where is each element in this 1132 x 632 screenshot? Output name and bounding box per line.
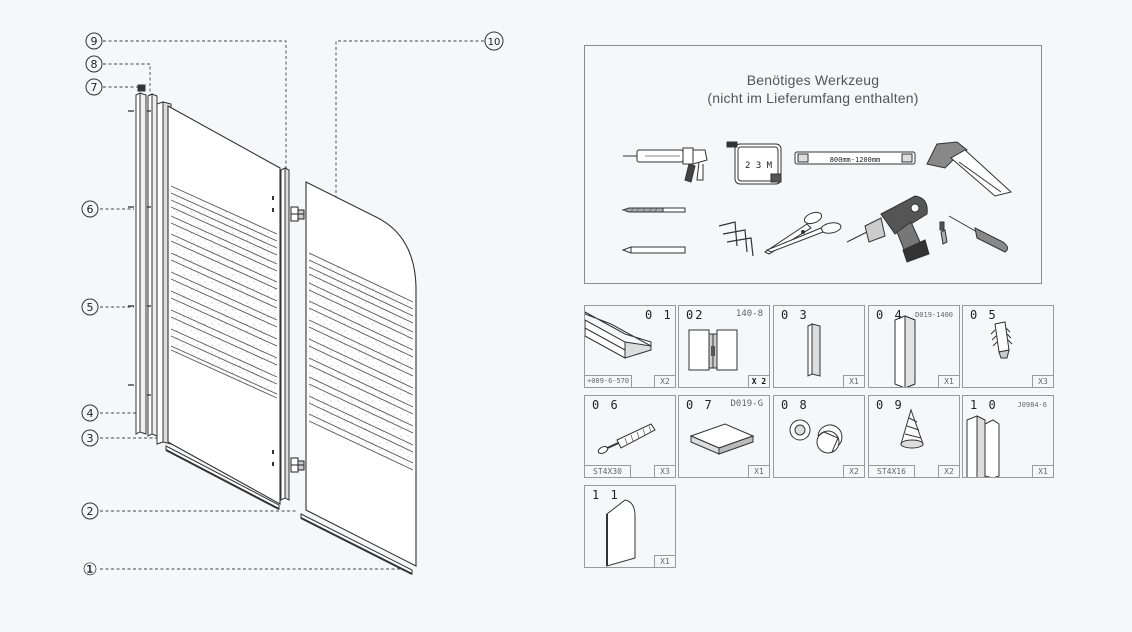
callout-4: 4: [81, 404, 99, 422]
part-number: 02: [686, 308, 705, 322]
part-quantity: X 2: [748, 375, 769, 387]
small-profile-icon: [807, 323, 821, 377]
part-quantity: X1: [654, 555, 675, 567]
part-number: 0 9: [876, 398, 904, 412]
part-09: 0 9 ST4X16 X2: [868, 395, 960, 478]
part-05: 0 5 X3: [962, 305, 1054, 388]
tools-title-line2: (nicht im Lieferumfang enthalten): [707, 90, 919, 106]
screwdriver-icon: [939, 215, 1009, 253]
svg-text:①: ①: [82, 560, 97, 580]
callout-10: 10: [484, 31, 504, 51]
cordless-drill-icon: [846, 195, 930, 263]
u-profile-icon: [894, 315, 916, 387]
bottom-seal-door: [300, 513, 413, 575]
callout-3: 3: [81, 429, 99, 447]
caulking-gun-icon: [623, 147, 708, 183]
svg-text:9: 9: [91, 35, 98, 48]
tools-title: Benötiges Werkzeug (nicht im Lieferumfan…: [585, 71, 1041, 107]
part-10: 1 0 J0984-6 X1: [962, 395, 1054, 478]
cone-screw-icon: [900, 408, 924, 449]
hinge-part-icon: [688, 329, 738, 371]
part-02: 02 140-8 X 2: [678, 305, 770, 388]
part-08: 0 8 X2: [773, 395, 865, 478]
callout-9: 9: [85, 32, 103, 50]
hinge-top: [290, 206, 305, 222]
svg-text:2 3 M: 2 3 M: [745, 161, 773, 171]
part-03: 0 3 X1: [773, 305, 865, 388]
part-quantity: X2: [654, 375, 675, 387]
part-04: 0 4 D019-1400 X1: [868, 305, 960, 388]
hinge-profile: [280, 167, 290, 501]
callout-5: 5: [81, 298, 99, 316]
scissors-icon: [764, 211, 842, 255]
svg-text:4: 4: [87, 407, 94, 420]
svg-text:3: 3: [87, 432, 94, 445]
part-07: 0 7 D019-G X1: [678, 395, 770, 478]
part-quantity: X1: [843, 375, 864, 387]
callout-6: 6: [81, 200, 99, 218]
part-number: 0 6: [592, 398, 620, 412]
part-quantity: X3: [654, 465, 675, 477]
svg-text:10: 10: [488, 37, 501, 48]
door-glass-panel: [305, 181, 417, 567]
callout-7: 7: [85, 78, 103, 96]
svg-text:6: 6: [87, 203, 94, 216]
part-subcode: ST4X16: [869, 465, 915, 477]
hammer-icon: [926, 141, 1013, 197]
part-code: 140-8: [735, 309, 763, 319]
double-profile-icon: [966, 415, 1000, 477]
part-quantity: X2: [843, 465, 864, 477]
tools-title-line1: Benötiges Werkzeug: [746, 72, 880, 88]
cover-caps-icon: [789, 419, 843, 454]
part-quantity: X1: [748, 465, 769, 477]
part-code: J0984-6: [1017, 401, 1047, 409]
spirit-level-icon: 800mm-1200mm: [794, 151, 916, 165]
wall-plug-icon: [990, 321, 1013, 359]
callout-2: 2: [81, 502, 99, 520]
part-number: 1 1: [592, 488, 620, 502]
svg-text:8: 8: [91, 58, 98, 71]
part-quantity: X2: [938, 465, 959, 477]
part-number: 0 5: [970, 308, 998, 322]
svg-text:7: 7: [91, 81, 98, 94]
svg-text:5: 5: [87, 301, 94, 314]
glass-seal-icon: [606, 499, 636, 567]
callout-8: 8: [85, 55, 103, 73]
bottom-seal-fixed: [165, 445, 280, 510]
drill-bit-icon: [621, 207, 686, 213]
part-subcode: +009-6-570: [585, 375, 633, 387]
part-number: 0 4: [876, 308, 904, 322]
tape-measure-icon: 2 3 M: [726, 141, 782, 185]
screw-with-plug-icon: [597, 423, 656, 454]
hex-keys-icon: [718, 221, 754, 257]
part-subcode: ST4X30: [585, 465, 631, 477]
required-tools-box: Benötiges Werkzeug (nicht im Lieferumfan…: [584, 45, 1042, 284]
part-number: 1 0: [970, 398, 998, 412]
part-06: 0 6 ST4X30 X3: [584, 395, 676, 478]
part-code: D019-1400: [915, 311, 953, 319]
svg-text:800mm-1200mm: 800mm-1200mm: [830, 156, 881, 164]
end-cap-icon: [689, 423, 755, 455]
pencil-icon: [621, 246, 686, 254]
part-code: D019-G: [730, 399, 763, 409]
part-quantity: X3: [1032, 375, 1053, 387]
part-01: 0 1 +009-6-570 X2: [584, 305, 676, 388]
part-quantity: X1: [938, 375, 959, 387]
part-number: 0 1: [645, 308, 673, 322]
assembly-diagram: 9 8 7 6 5 4 3 2 ① 10: [81, 31, 504, 580]
callout-1: ①: [82, 560, 97, 580]
tools-illustrations: 2 3 M 800mm-1200mm: [621, 141, 1013, 263]
hinge-bottom: [290, 457, 305, 473]
svg-text:2: 2: [87, 505, 94, 518]
part-quantity: X1: [1032, 465, 1053, 477]
leader-lines: [100, 40, 484, 570]
part-number: 0 8: [781, 398, 809, 412]
part-11: 1 1 X1: [584, 485, 676, 568]
fixed-glass-panel: [167, 105, 281, 505]
wall-profile: [128, 84, 158, 437]
profile-channel-icon: [585, 311, 652, 359]
part-number: 0 3: [781, 308, 809, 322]
part-number: 0 7: [686, 398, 714, 412]
